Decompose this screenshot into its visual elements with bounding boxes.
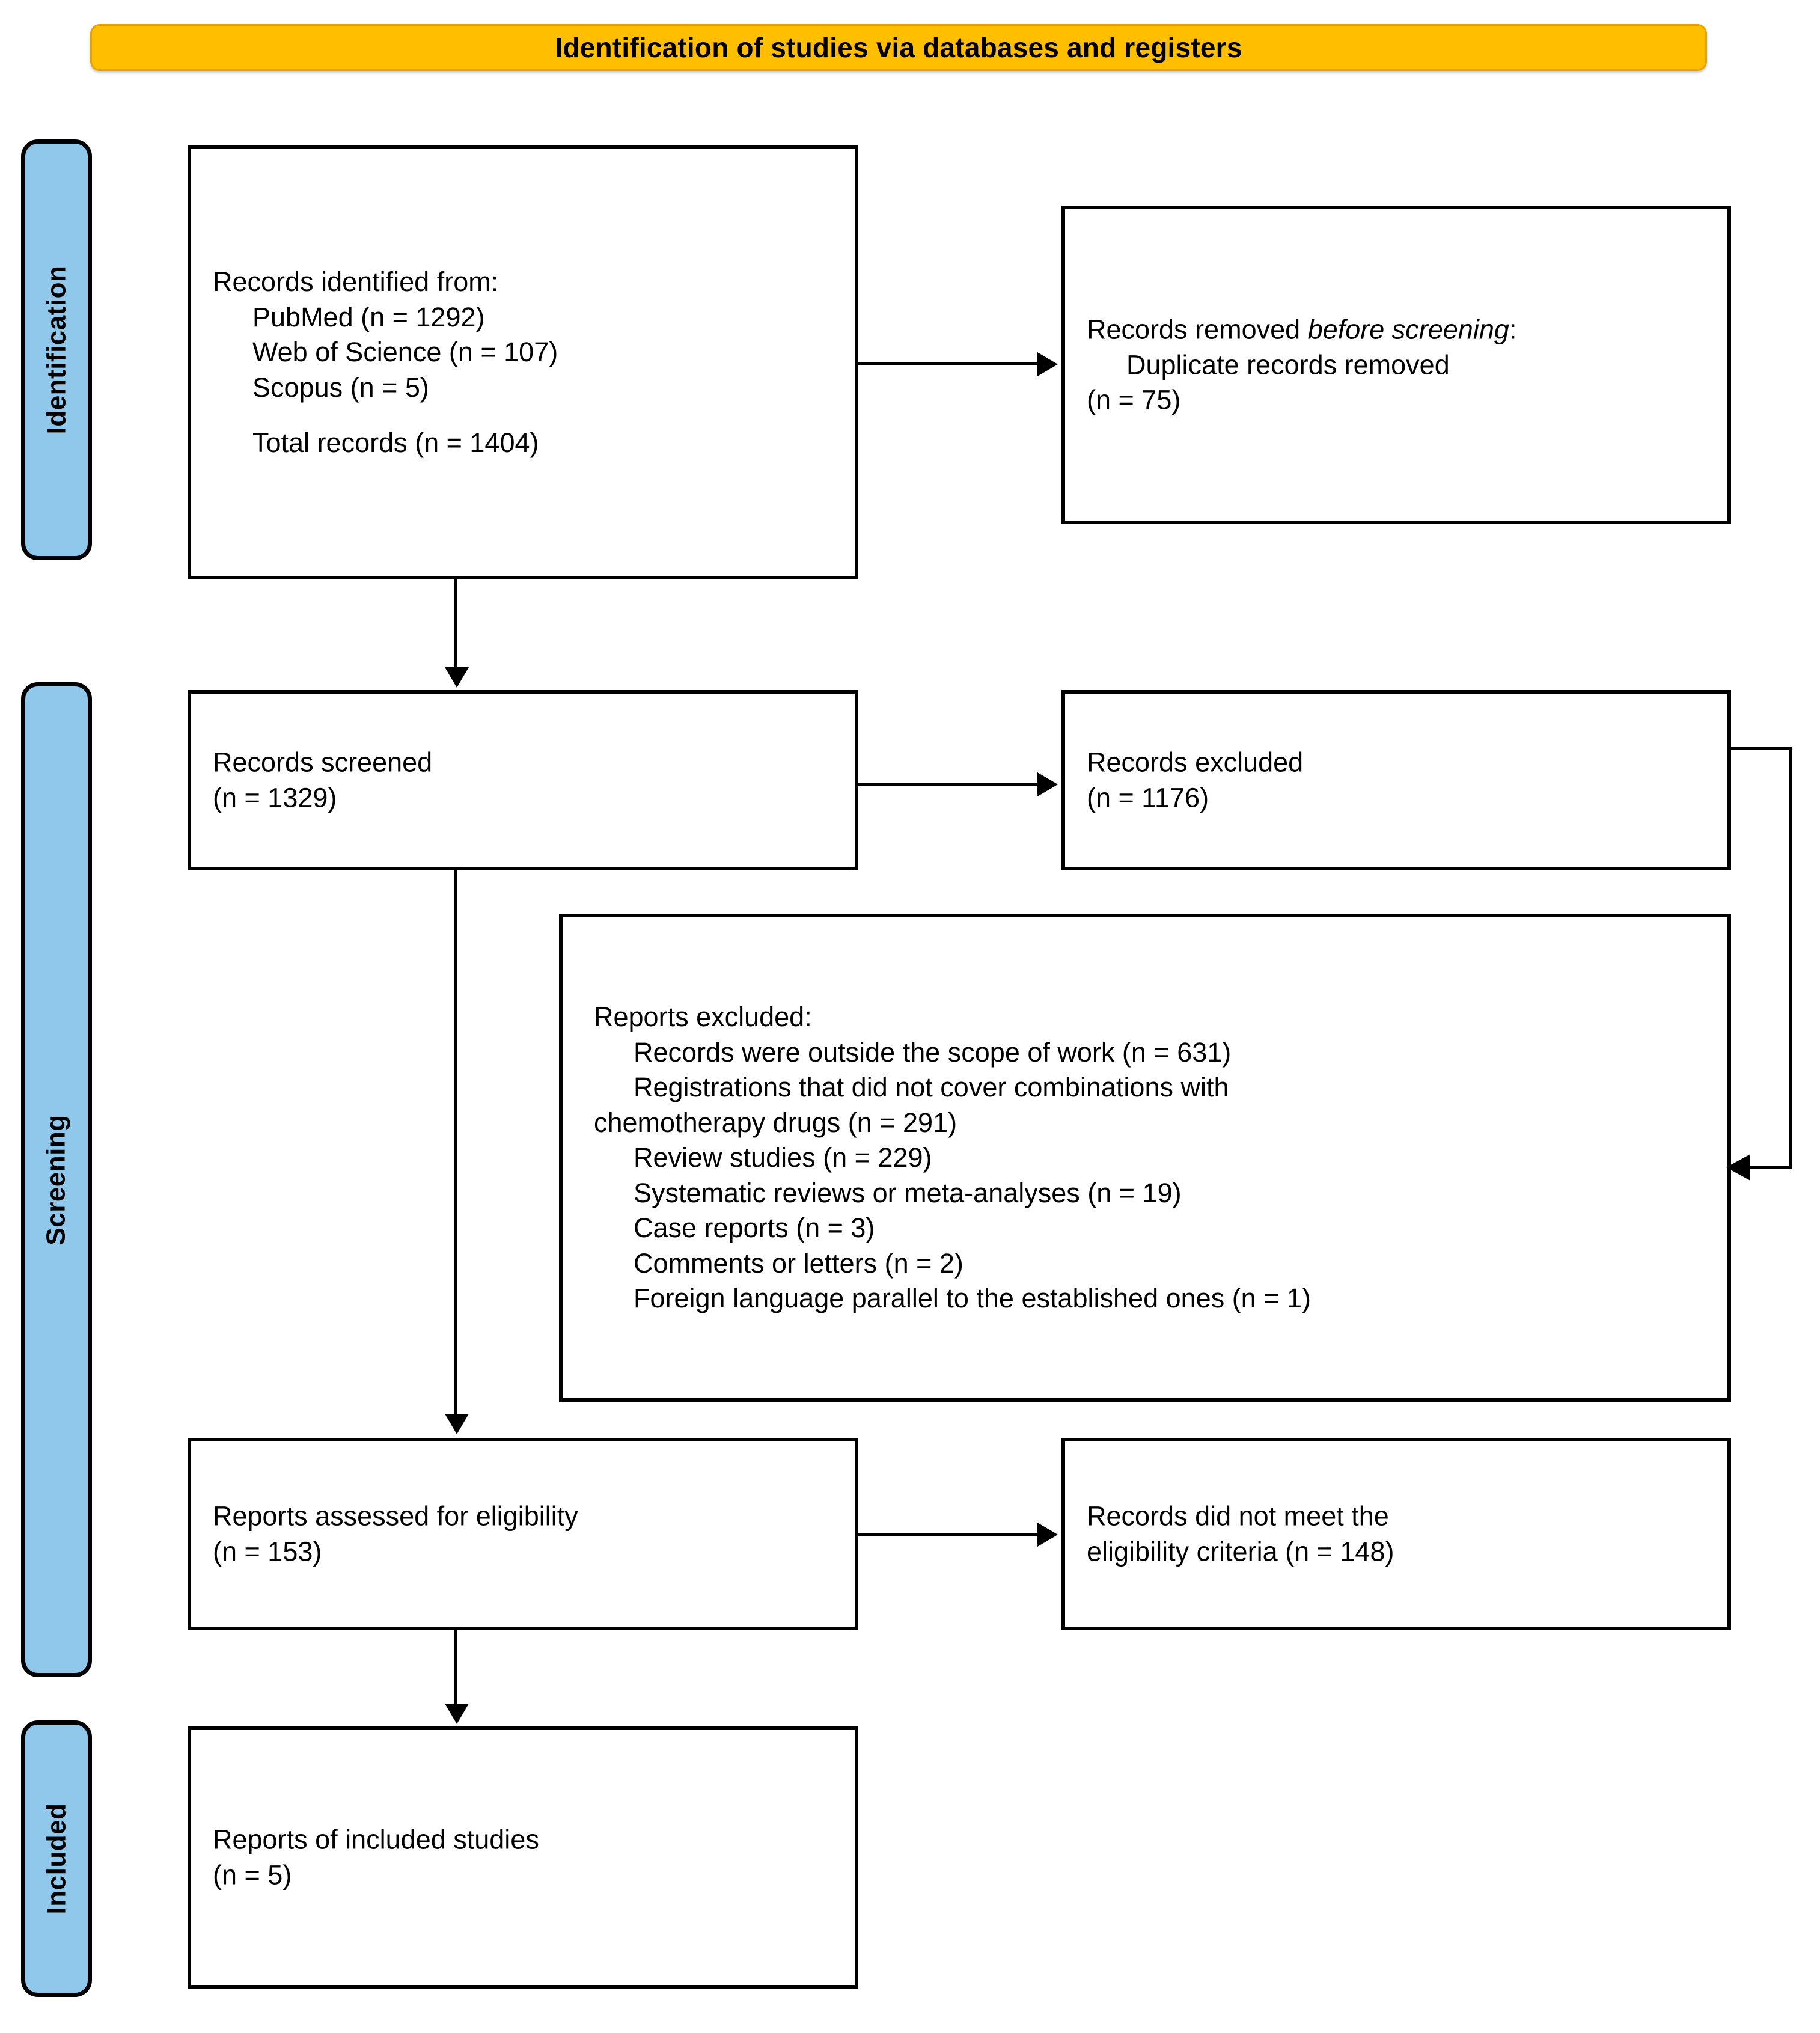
reports-excluded-item-comments: Comments or letters (n = 2) bbox=[634, 1247, 963, 1279]
reports-excluded-item-systematic-reviews: Systematic reviews or meta-analyses (n =… bbox=[634, 1177, 1182, 1208]
reports-excluded-item-reviews: Review studies (n = 229) bbox=[634, 1142, 932, 1173]
records-identified-total: Total records (n = 1404) bbox=[252, 427, 539, 458]
reports-included-count: (n = 5) bbox=[213, 1859, 292, 1890]
records-screened-count: (n = 1329) bbox=[213, 782, 337, 813]
stage-rail-included: Included bbox=[21, 1720, 92, 1997]
box-records-screened: Records screened (n = 1329) bbox=[188, 690, 858, 870]
records-removed-item-duplicates: Duplicate records removed bbox=[1126, 349, 1450, 380]
records-excluded-label: Records excluded bbox=[1087, 747, 1304, 778]
box-records-removed-text: Records removed before screening: Duplic… bbox=[1087, 312, 1715, 418]
records-removed-item-count: (n = 75) bbox=[1087, 384, 1181, 415]
connector-identified-to-screened-arrow-icon bbox=[445, 667, 469, 688]
records-identified-source-scopus: Scopus (n = 5) bbox=[252, 371, 429, 403]
reports-excluded-item-scope: Records were outside the scope of work (… bbox=[634, 1036, 1232, 1068]
box-reports-assessed-for-eligibility: Reports assessed for eligibility (n = 15… bbox=[188, 1438, 858, 1630]
records-removed-heading-prefix: Records removed bbox=[1087, 314, 1308, 345]
connector-screened-to-assessed-line bbox=[454, 870, 457, 1416]
records-removed-heading-italic: before screening bbox=[1307, 314, 1509, 345]
diagram-banner: Identification of studies via databases … bbox=[90, 24, 1707, 71]
connector-excluded-to-reports-segment-bottom bbox=[1743, 1166, 1792, 1169]
stage-rail-screening: Screening bbox=[21, 682, 92, 1677]
reports-excluded-item-registrations-1: Registrations that did not cover combina… bbox=[634, 1071, 1229, 1102]
connector-excluded-to-reports-segment-vertical bbox=[1789, 747, 1792, 1168]
connector-assessed-to-not-met-line bbox=[858, 1533, 1039, 1536]
box-records-identified-text: Records identified from: PubMed (n = 129… bbox=[213, 264, 843, 461]
connector-screened-to-assessed-arrow-icon bbox=[445, 1414, 469, 1434]
connector-assessed-to-not-met-arrow-icon bbox=[1037, 1523, 1058, 1547]
records-removed-heading: Records removed before screening: bbox=[1087, 312, 1715, 347]
box-records-not-meeting-criteria-text: Records did not meet the eligibility cri… bbox=[1087, 1499, 1715, 1570]
connector-assessed-to-included-arrow-icon bbox=[445, 1704, 469, 1724]
banner-title: Identification of studies via databases … bbox=[555, 32, 1242, 63]
records-excluded-count: (n = 1176) bbox=[1087, 782, 1209, 813]
records-identified-source-wos: Web of Science (n = 107) bbox=[252, 336, 558, 367]
box-records-removed-before-screening: Records removed before screening: Duplic… bbox=[1061, 206, 1731, 524]
reports-included-label: Reports of included studies bbox=[213, 1824, 539, 1855]
connector-screened-to-excluded-arrow-icon bbox=[1037, 772, 1058, 796]
reports-assessed-count: (n = 153) bbox=[213, 1536, 322, 1567]
connector-identified-to-screened-line bbox=[454, 579, 457, 670]
box-records-excluded: Records excluded (n = 1176) bbox=[1061, 690, 1731, 870]
reports-excluded-heading: Reports excluded: bbox=[594, 1001, 812, 1032]
records-screened-label: Records screened bbox=[213, 747, 433, 778]
reports-excluded-item-case-reports: Case reports (n = 3) bbox=[634, 1212, 875, 1243]
stage-label-screening: Screening bbox=[41, 1114, 71, 1246]
connector-identified-to-removed-arrow-icon bbox=[1037, 352, 1058, 376]
connector-excluded-to-reports-arrow-icon bbox=[1726, 1154, 1750, 1181]
records-identified-heading: Records identified from: bbox=[213, 266, 499, 297]
box-reports-included-text: Reports of included studies (n = 5) bbox=[213, 1823, 843, 1893]
box-records-not-meeting-criteria: Records did not meet the eligibility cri… bbox=[1061, 1438, 1731, 1630]
stage-rail-identification: Identification bbox=[21, 139, 92, 560]
records-identified-source-pubmed: PubMed (n = 1292) bbox=[252, 301, 485, 332]
records-not-met-line1: Records did not meet the bbox=[1087, 1500, 1389, 1532]
box-records-excluded-text: Records excluded (n = 1176) bbox=[1087, 745, 1715, 816]
box-reports-excluded: Reports excluded: Records were outside t… bbox=[559, 914, 1731, 1402]
reports-excluded-item-registrations-2: chemotherapy drugs (n = 291) bbox=[594, 1107, 957, 1138]
box-records-screened-text: Records screened (n = 1329) bbox=[213, 745, 843, 816]
records-not-met-line2: eligibility criteria (n = 148) bbox=[1087, 1536, 1394, 1567]
box-reports-assessed-text: Reports assessed for eligibility (n = 15… bbox=[213, 1499, 843, 1570]
box-reports-excluded-text: Reports excluded: Records were outside t… bbox=[594, 1000, 1713, 1316]
connector-assessed-to-included-line bbox=[454, 1630, 457, 1706]
connector-screened-to-excluded-line bbox=[858, 783, 1039, 786]
box-records-identified: Records identified from: PubMed (n = 129… bbox=[188, 145, 858, 579]
connector-excluded-to-reports-segment-top bbox=[1731, 747, 1792, 750]
reports-assessed-label: Reports assessed for eligibility bbox=[213, 1500, 578, 1532]
connector-identified-to-removed-line bbox=[858, 362, 1039, 365]
spacer bbox=[213, 405, 843, 426]
stage-label-identification: Identification bbox=[41, 265, 71, 435]
stage-label-included: Included bbox=[41, 1803, 71, 1915]
reports-excluded-item-foreign-language: Foreign language parallel to the establi… bbox=[634, 1282, 1311, 1313]
box-reports-of-included-studies: Reports of included studies (n = 5) bbox=[188, 1726, 858, 1989]
records-removed-heading-colon: : bbox=[1509, 314, 1517, 345]
